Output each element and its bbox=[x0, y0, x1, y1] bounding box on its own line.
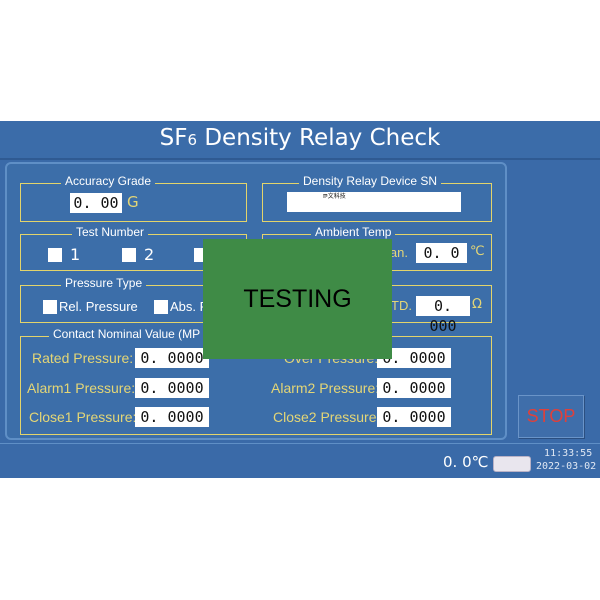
accuracy-grade-group: Accuracy Grade 0. 00 G bbox=[20, 174, 247, 222]
stop-button[interactable]: STOP bbox=[518, 395, 584, 438]
close1-pressure-label: Close1 Pressure: bbox=[29, 409, 137, 425]
usb-drive-icon bbox=[493, 456, 531, 472]
status-bar: 0. 0℃ 11:33:55 2022-03-02 bbox=[0, 443, 600, 478]
rel-pressure-checkbox[interactable] bbox=[43, 300, 57, 314]
status-time: 11:33:55 bbox=[544, 448, 593, 459]
rated-pressure-value[interactable]: 0. 0000 bbox=[135, 348, 209, 368]
over-pressure-value[interactable]: 0. 0000 bbox=[377, 348, 451, 368]
status-date: 2022-03-02 bbox=[536, 461, 597, 472]
page-title: SF6 Density Relay Check bbox=[159, 125, 441, 151]
abs-pressure-checkbox[interactable] bbox=[154, 300, 168, 314]
test-2-checkbox[interactable] bbox=[122, 248, 136, 262]
pressure-type-legend: Pressure Type bbox=[61, 276, 147, 290]
close2-pressure-label: Close2 Pressure: bbox=[273, 409, 381, 425]
testing-overlay-text: TESTING bbox=[243, 284, 352, 313]
status-clock: 11:33:55 2022-03-02 bbox=[536, 447, 596, 473]
resistance-value[interactable]: 0. 000 bbox=[416, 296, 470, 335]
pressure-type-group: Pressure Type Rel. Pressure Abs. P bbox=[20, 276, 247, 323]
testing-overlay: TESTING bbox=[203, 239, 392, 359]
ambient-temp-label: lan. bbox=[387, 245, 408, 260]
accuracy-grade-legend: Accuracy Grade bbox=[61, 174, 156, 188]
resistance-label: TD. bbox=[391, 298, 412, 313]
rel-pressure-label: Rel. Pressure bbox=[59, 299, 138, 314]
accuracy-grade-value[interactable]: 0. 00 bbox=[70, 193, 122, 213]
ambient-temp-value[interactable]: 0. 0 bbox=[416, 243, 467, 263]
test-1-checkbox[interactable] bbox=[48, 248, 62, 262]
device-sn-legend: Density Relay Device SN bbox=[299, 174, 442, 188]
ambient-temp-unit: ℃ bbox=[470, 244, 485, 259]
ambient-temp-group: Ambient Temp lan. 0. 0 ℃ bbox=[262, 225, 492, 271]
abs-pressure-label: Abs. P bbox=[170, 299, 209, 314]
alarm1-pressure-label: Alarm1 Pressure: bbox=[27, 380, 136, 396]
accuracy-grade-unit: G bbox=[127, 193, 139, 211]
test-2-label: 2 bbox=[144, 245, 155, 264]
test-number-legend: Test Number bbox=[72, 225, 149, 239]
alarm1-pressure-value[interactable]: 0. 0000 bbox=[135, 378, 209, 398]
rated-pressure-label: Rated Pressure: bbox=[32, 350, 134, 366]
alarm2-pressure-value[interactable]: 0. 0000 bbox=[377, 378, 451, 398]
close1-pressure-value[interactable]: 0. 0000 bbox=[135, 407, 209, 427]
test-1-label: 1 bbox=[70, 245, 81, 264]
device-sn-field[interactable]: ꯒ文科技 bbox=[287, 192, 461, 212]
close2-pressure-value[interactable]: 0. 0000 bbox=[377, 407, 451, 427]
title-bar: SF6 Density Relay Check bbox=[0, 121, 600, 160]
ambient-temp-legend: Ambient Temp bbox=[311, 225, 396, 239]
test-number-group: Test Number 1 2 3 bbox=[20, 225, 247, 271]
device-sn-group: Density Relay Device SN ꯒ文科技 bbox=[262, 174, 492, 222]
status-temperature: 0. 0℃ bbox=[443, 453, 489, 471]
alarm2-pressure-label: Alarm2 Pressure: bbox=[271, 380, 380, 396]
contact-nominal-legend: Contact Nominal Value (MP bbox=[49, 327, 205, 341]
resistance-unit: Ω bbox=[472, 297, 482, 312]
device-screen: SF6 Density Relay Check Accuracy Grade 0… bbox=[0, 121, 600, 478]
